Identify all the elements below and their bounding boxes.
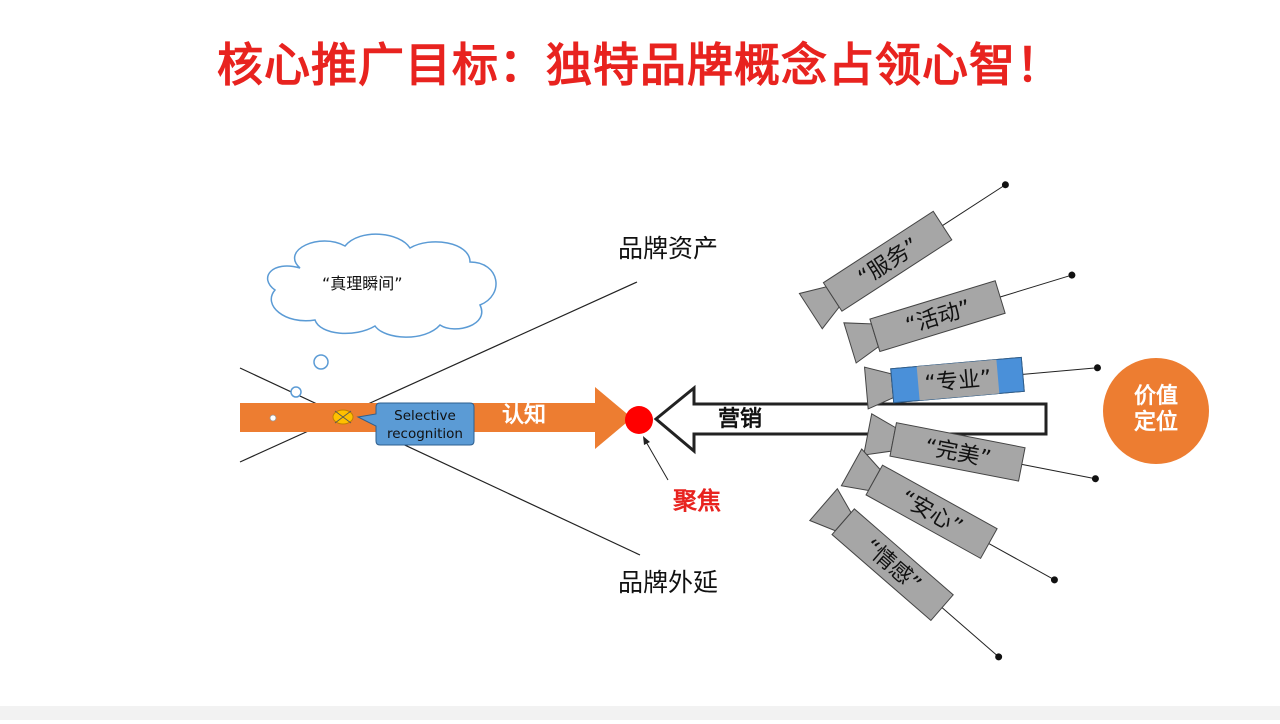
marketing-arrow xyxy=(653,384,1048,455)
value-line-1: 价值 xyxy=(1133,384,1178,409)
selective-callout xyxy=(356,402,475,446)
syringe-label: “专业” xyxy=(924,366,993,397)
small-dot xyxy=(269,414,277,422)
value-positioning-label: 价值 定位 xyxy=(1103,384,1209,437)
thought-bubble-text: “真理瞬间” xyxy=(322,274,403,293)
syringe: “安心” xyxy=(840,448,1058,584)
cognition-label: 认知 xyxy=(502,403,547,428)
syringe: “专业” xyxy=(863,356,1101,410)
syringe: “活动” xyxy=(843,271,1076,364)
brand-extension-line xyxy=(239,367,641,556)
bottom-bar xyxy=(0,706,1280,720)
selective-recognition-label: Selective recognition xyxy=(377,407,473,443)
focus-label: 聚焦 xyxy=(673,487,721,515)
value-line-2: 定位 xyxy=(1133,410,1178,436)
syringe-group: “服务”“活动”“专业”“完美”“安心”“情感” xyxy=(798,181,1101,661)
brand-extension-label: 品牌外延 xyxy=(618,568,719,597)
selective-line-2: recognition xyxy=(387,426,463,443)
marketing-label: 营销 xyxy=(718,407,763,432)
focus-point xyxy=(625,406,653,434)
thought-cloud xyxy=(266,233,497,398)
selective-line-1: Selective xyxy=(394,408,456,424)
page-title: 核心推广目标：独特品牌概念占领心智！ xyxy=(217,38,1063,92)
brand-assets-label: 品牌资产 xyxy=(618,234,719,263)
value-positioning-circle xyxy=(1103,358,1209,464)
